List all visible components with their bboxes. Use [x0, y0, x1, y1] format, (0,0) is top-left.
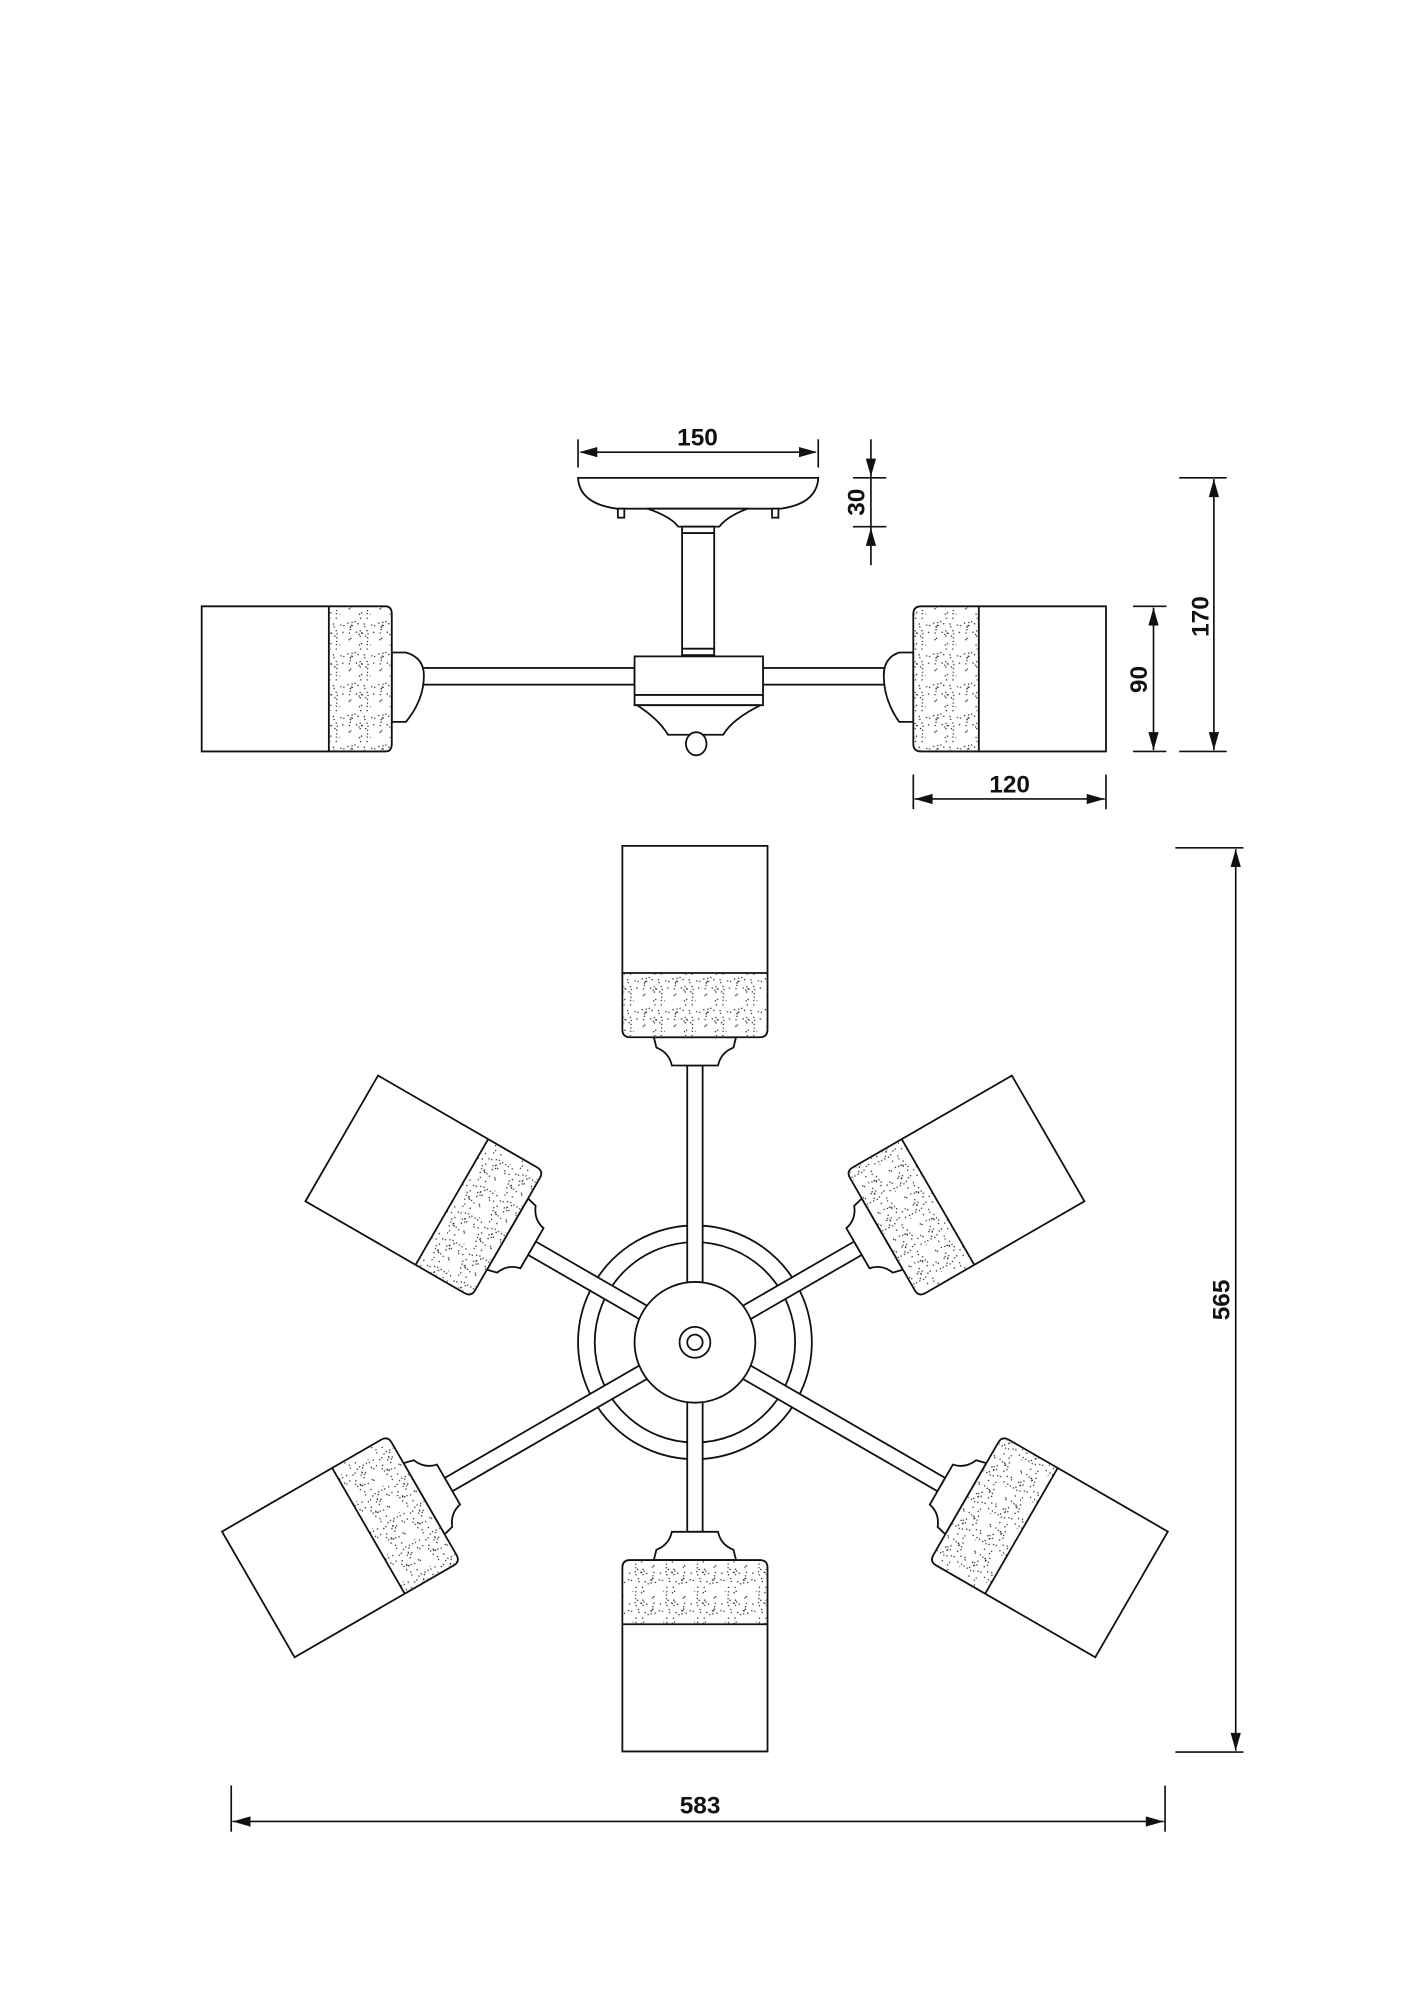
- shade-top: [621, 844, 769, 1286]
- side-shade-left: [200, 605, 425, 753]
- frosted-band: [416, 1140, 540, 1294]
- arm: [686, 1399, 704, 1533]
- dimension-overall-width: 583: [230, 1785, 1166, 1832]
- frosted-band: [933, 1439, 1058, 1593]
- lamp-holder: [652, 1530, 738, 1561]
- finial-ball: [685, 731, 708, 757]
- frosted-band: [623, 1561, 767, 1625]
- canopy-fitting: [647, 507, 748, 528]
- lamp-holder: [652, 1036, 738, 1067]
- lamp-holder: [485, 1197, 545, 1274]
- frosted-band: [623, 973, 767, 1036]
- canopy: [577, 476, 820, 510]
- screw-icon: [616, 507, 780, 519]
- lamp-holder: [928, 1459, 988, 1536]
- arm-right: [762, 667, 888, 686]
- dimension-label: 90: [1126, 666, 1153, 693]
- finial: [634, 704, 761, 736]
- top-view: 565 583: [220, 844, 1244, 1832]
- hub-cap-inner: [686, 1333, 704, 1351]
- frosted-band: [849, 1140, 974, 1294]
- stem: [681, 525, 716, 657]
- shade-bottom-right: [739, 1363, 1170, 1659]
- arm: [686, 1064, 704, 1286]
- lamp-holder: [402, 1459, 462, 1536]
- dimension-shade-length: 120: [912, 772, 1107, 810]
- dimension-label: 565: [1208, 1280, 1235, 1321]
- shade-bottom-left: [220, 1363, 650, 1659]
- dimension-label: 30: [843, 489, 870, 516]
- dimension-overall-depth: 565: [1175, 846, 1244, 1753]
- lamp-holder: [845, 1197, 905, 1274]
- side-shade-right: [882, 605, 1107, 753]
- dimension-label: 150: [677, 425, 718, 452]
- frosted-band: [332, 1439, 457, 1593]
- shade-top-left: [304, 1074, 650, 1322]
- arm-left: [420, 667, 636, 686]
- hub-cap-outer: [678, 1326, 712, 1359]
- shade-top-right: [739, 1074, 1086, 1322]
- dimension-label: 120: [989, 772, 1030, 799]
- dimension-shade-height: 90: [1126, 605, 1167, 753]
- dimension-label: 170: [1188, 596, 1215, 637]
- dimension-canopy-width: 150: [577, 425, 820, 468]
- hub: [633, 1281, 757, 1404]
- dimension-canopy-height: 30: [843, 439, 887, 566]
- dimension-total-height: 170: [1179, 477, 1227, 753]
- dimension-label: 583: [680, 1793, 721, 1820]
- side-view: 150 30 170 90 120: [200, 425, 1227, 810]
- central-block: [633, 655, 764, 707]
- shade-bottom: [621, 1399, 769, 1753]
